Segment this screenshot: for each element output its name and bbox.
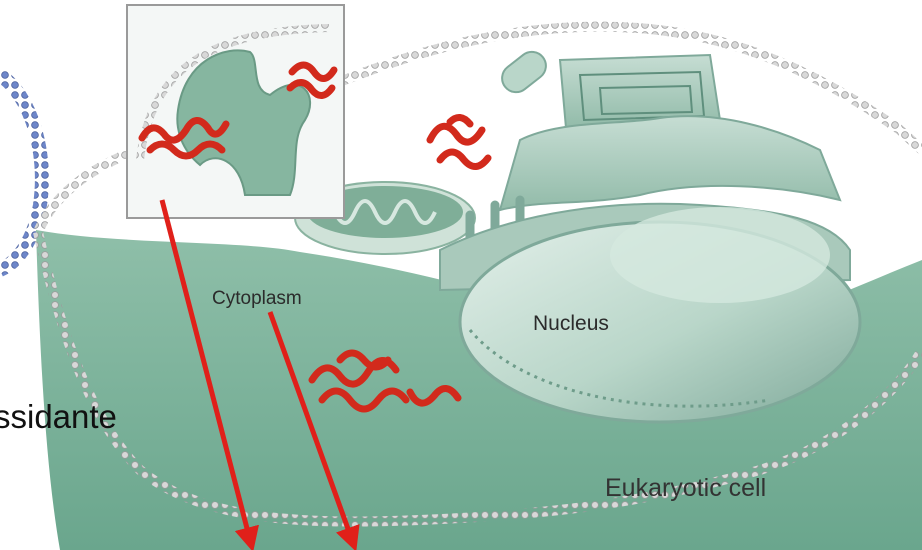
label-partial-overlay-text: ssidante bbox=[0, 398, 117, 436]
label-eukaryotic-cell: Eukaryotic cell bbox=[605, 474, 766, 503]
vesicle bbox=[496, 46, 551, 98]
label-nucleus: Nucleus bbox=[533, 312, 609, 336]
inset-box bbox=[127, 5, 344, 218]
protein-mito-import bbox=[430, 117, 488, 166]
label-cytoplasm: Cytoplasm bbox=[212, 288, 302, 310]
